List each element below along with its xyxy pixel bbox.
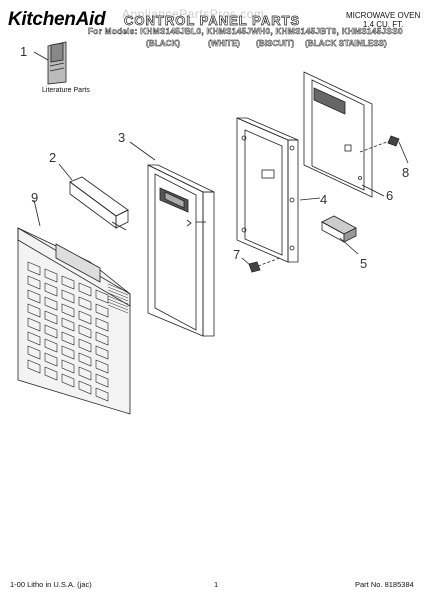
part-4-frame bbox=[236, 117, 321, 263]
ribbon-cable-line bbox=[107, 301, 129, 311]
part-9-keypad bbox=[17, 199, 131, 415]
keypad-key bbox=[61, 359, 75, 374]
footer-page-number: 1 bbox=[214, 580, 219, 589]
color-biscuit: (BISCUIT) bbox=[256, 39, 295, 48]
keypad-key bbox=[27, 303, 41, 318]
keypad-key bbox=[95, 289, 109, 304]
keypad-key bbox=[27, 331, 41, 346]
callout-1: 1 bbox=[20, 44, 28, 59]
keypad-key bbox=[78, 366, 92, 381]
literature-parts-label: Literature Parts bbox=[42, 87, 90, 94]
keypad-key bbox=[27, 275, 41, 290]
ribbon-cable-line bbox=[107, 298, 129, 308]
ribbon-cable-line bbox=[107, 289, 129, 299]
keypad-key bbox=[44, 338, 58, 353]
callout-5: 5 bbox=[360, 256, 368, 271]
color-black-stainless: (BLACK STAINLESS) bbox=[305, 39, 387, 48]
keypad-key bbox=[61, 373, 75, 388]
watermark: AppliancePartsPros.com bbox=[122, 7, 265, 21]
part-2-component bbox=[58, 163, 129, 231]
keypad-key bbox=[95, 373, 109, 388]
keypad-key bbox=[27, 345, 41, 360]
keypad-key bbox=[61, 317, 75, 332]
ribbon-cable-line bbox=[107, 304, 129, 314]
keypad-key bbox=[27, 359, 41, 374]
keypad-key bbox=[44, 324, 58, 339]
keypad-key bbox=[78, 324, 92, 339]
keypad-key bbox=[44, 310, 58, 325]
color-black: (BLACK) bbox=[146, 39, 181, 48]
keypad-key bbox=[27, 289, 41, 304]
keypad-key bbox=[44, 268, 58, 283]
part-5-bracket bbox=[321, 215, 359, 255]
callout-2: 2 bbox=[49, 150, 57, 165]
keypad-key bbox=[44, 282, 58, 297]
keypad-key bbox=[44, 296, 58, 311]
callout-4: 4 bbox=[320, 192, 328, 207]
page-title: CONTROL PANEL PARTS bbox=[124, 13, 301, 29]
keypad-key bbox=[61, 331, 75, 346]
ribbon-cable-line bbox=[107, 286, 129, 296]
keypad-key bbox=[27, 261, 41, 276]
callout-8: 8 bbox=[402, 165, 410, 180]
part-7-screw bbox=[241, 257, 281, 273]
keypad-key bbox=[61, 345, 75, 360]
ribbon-cable-line bbox=[107, 292, 129, 302]
keypad-key bbox=[95, 345, 109, 360]
ribbon-cable-line bbox=[107, 283, 129, 293]
part-3-control-housing bbox=[129, 141, 215, 337]
keypad-key bbox=[78, 282, 92, 297]
product-line-1: MICROWAVE OVEN bbox=[346, 11, 421, 20]
keypad-key bbox=[95, 359, 109, 374]
keypad-key bbox=[78, 296, 92, 311]
footer-part-number: Part No. 8185384 bbox=[355, 580, 414, 589]
product-description: MICROWAVE OVEN 1.4 CU. FT. bbox=[346, 11, 420, 29]
keypad-key bbox=[27, 317, 41, 332]
keypad-key bbox=[95, 331, 109, 346]
keypad-key bbox=[95, 317, 109, 332]
model-list: For Models: KHMS145JBL0, KHMS145JWH0, KH… bbox=[88, 27, 403, 36]
part-8-screw bbox=[359, 135, 409, 164]
keypad-key bbox=[78, 338, 92, 353]
product-line-2: 1.4 CU. FT. bbox=[362, 20, 404, 29]
brand-logo: KitchenAid bbox=[8, 9, 106, 30]
keypad-key bbox=[44, 352, 58, 367]
callout-3: 3 bbox=[118, 130, 126, 145]
footer-litho: 1-00 Litho in U.S.A. (jac) bbox=[10, 580, 92, 589]
keypad-key bbox=[61, 289, 75, 304]
part-6-circuit-board bbox=[303, 71, 385, 198]
keypad-key bbox=[61, 275, 75, 290]
keypad-key bbox=[78, 380, 92, 395]
callout-6: 6 bbox=[386, 188, 394, 203]
keypad-key bbox=[78, 310, 92, 325]
callout-7: 7 bbox=[233, 247, 241, 262]
color-white: (WHITE) bbox=[208, 39, 240, 48]
keypad-key bbox=[78, 352, 92, 367]
keypad-key bbox=[61, 303, 75, 318]
callout-9: 9 bbox=[31, 190, 39, 205]
part-1-literature bbox=[33, 41, 67, 85]
ribbon-cable-line bbox=[107, 295, 129, 305]
keypad-key bbox=[95, 387, 109, 402]
keypad-key bbox=[44, 366, 58, 381]
keypad-key bbox=[95, 303, 109, 318]
